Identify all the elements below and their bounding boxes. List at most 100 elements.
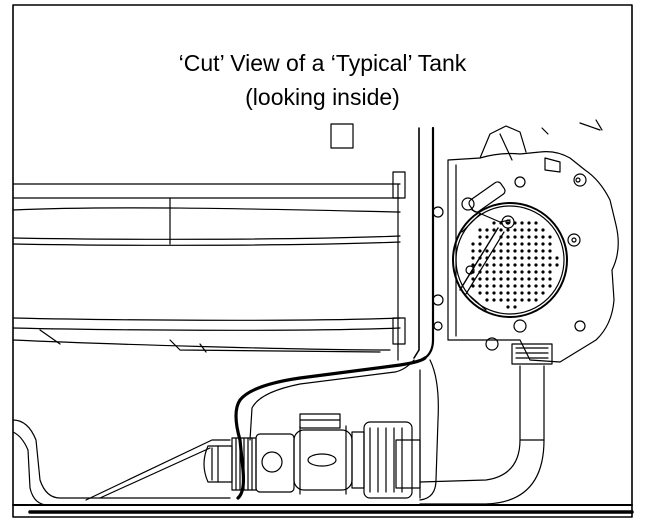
strainer-hole	[548, 263, 552, 267]
latch-lever	[459, 181, 515, 295]
strainer-hole	[541, 291, 545, 295]
strainer-hole	[478, 235, 482, 239]
strainer-hole	[485, 270, 489, 274]
strainer-hole	[541, 284, 545, 288]
strainer-hole	[499, 291, 503, 295]
strainer-hole	[548, 277, 552, 281]
strainer-hole	[499, 242, 503, 246]
strainer-hole	[534, 291, 538, 295]
caption-line-1: ‘Cut’ View of a ‘Typical’ Tank	[178, 50, 467, 76]
strainer-hole	[471, 277, 475, 281]
strainer-hole	[520, 221, 524, 225]
strainer-hole	[534, 242, 538, 246]
strainer-hole	[527, 270, 531, 274]
strainer-hole	[478, 277, 482, 281]
strainer-hole	[471, 242, 475, 246]
strainer-hole	[492, 263, 496, 267]
strainer-hole	[492, 270, 496, 274]
strainer-hole	[520, 242, 524, 246]
strainer-hole	[478, 249, 482, 253]
strainer-hole	[506, 249, 510, 253]
strainer-hole	[506, 277, 510, 281]
strainer-hole	[527, 221, 531, 225]
strainer-hole	[513, 263, 517, 267]
strainer-hole	[513, 284, 517, 288]
strainer-hole	[506, 256, 510, 260]
strainer-hole	[471, 284, 475, 288]
tank-vent-tab	[330, 123, 354, 149]
strainer-hole	[520, 256, 524, 260]
strainer-hole	[485, 277, 489, 281]
strainer-hole	[492, 256, 496, 260]
strainer-hole	[513, 242, 517, 246]
strainer-hole	[513, 291, 517, 295]
strainer-hole	[548, 249, 552, 253]
strainer-hole	[513, 249, 517, 253]
strainer-hole	[506, 242, 510, 246]
strainer-hole	[478, 263, 482, 267]
strainer-hole	[506, 305, 510, 309]
strainer-hole	[520, 277, 524, 281]
figure-border	[12, 4, 633, 518]
strainer-hole	[471, 263, 475, 267]
strainer-hole	[492, 291, 496, 295]
strainer-hole	[492, 228, 496, 232]
strainer-hole	[499, 249, 503, 253]
strainer-hole	[541, 228, 545, 232]
strainer-hole	[478, 242, 482, 246]
strainer-hole	[520, 235, 524, 239]
strainer-hole	[548, 284, 552, 288]
hose-inner-line	[249, 359, 415, 441]
strainer-hole	[478, 284, 482, 288]
strainer-hole	[520, 291, 524, 295]
strainer-hole	[534, 263, 538, 267]
caption-line-2: (looking inside)	[245, 84, 400, 110]
strainer-hole	[513, 228, 517, 232]
pump-housing	[432, 119, 619, 363]
strainer-hole	[534, 235, 538, 239]
strainer-hole	[506, 263, 510, 267]
strainer-hole	[520, 249, 524, 253]
strainer-hole	[499, 298, 503, 302]
strainer-hole	[478, 291, 482, 295]
strainer-hole	[548, 242, 552, 246]
strainer-hole	[527, 235, 531, 239]
strainer-hole	[485, 298, 489, 302]
strainer-hole	[555, 256, 559, 260]
tank-wall	[392, 126, 435, 361]
strainer-hole	[534, 298, 538, 302]
strainer-hole	[520, 298, 524, 302]
strainer-hole	[527, 242, 531, 246]
strainer-hole	[541, 235, 545, 239]
strainer-hole	[527, 263, 531, 267]
strainer-hole	[527, 291, 531, 295]
strainer-hole	[485, 228, 489, 232]
strainer-hole	[506, 228, 510, 232]
strainer-hole	[513, 298, 517, 302]
threaded-fitting	[203, 433, 295, 493]
strainer-hole	[534, 284, 538, 288]
strainer-hole	[499, 277, 503, 281]
strainer-hole	[527, 277, 531, 281]
strainer-hole	[520, 270, 524, 274]
ball-valve	[293, 413, 353, 495]
strainer-hole	[513, 256, 517, 260]
strainer-hole	[534, 256, 538, 260]
coupling-nut	[351, 421, 421, 499]
tank-floor-lines	[12, 359, 634, 514]
strainer-hole	[541, 256, 545, 260]
strainer-hole	[499, 263, 503, 267]
outlet-elbow	[419, 343, 553, 505]
tank-body-lines	[12, 183, 401, 353]
strainer-hole	[478, 228, 482, 232]
strainer-holes	[471, 221, 559, 309]
strainer-hole	[527, 284, 531, 288]
strainer-hole	[506, 235, 510, 239]
strainer-hole	[499, 284, 503, 288]
strainer-hole	[485, 249, 489, 253]
strainer-hole	[506, 298, 510, 302]
strainer-hole	[471, 256, 475, 260]
strainer-hole	[499, 228, 503, 232]
strainer-hole	[527, 298, 531, 302]
strainer-hole	[471, 249, 475, 253]
